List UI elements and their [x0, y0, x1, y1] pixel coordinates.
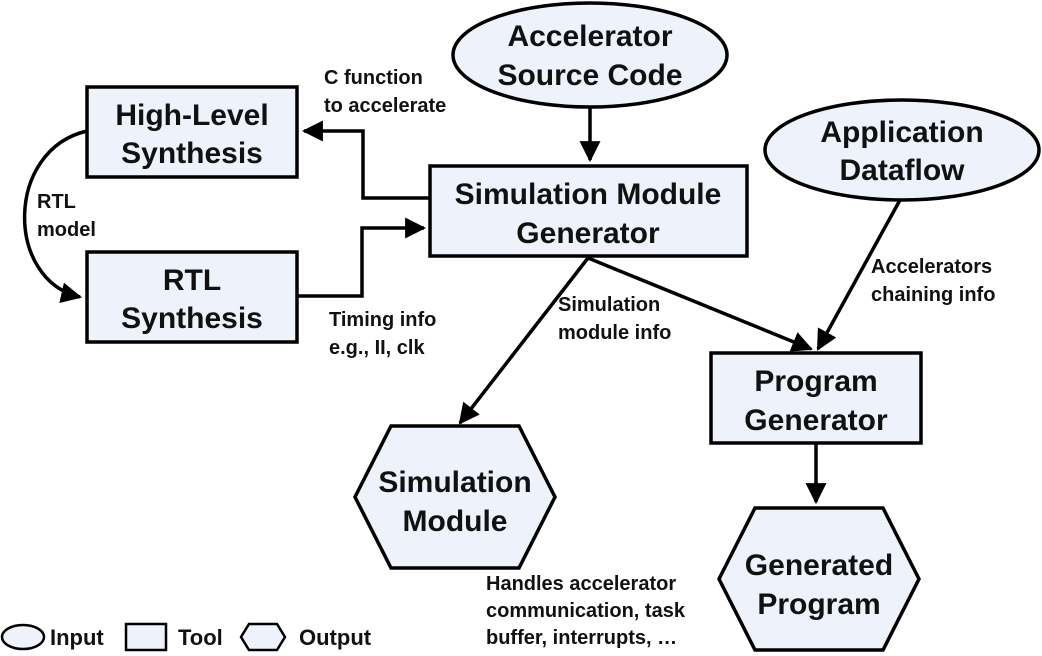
legend-input: Input — [0, 623, 104, 651]
node-label: RTL — [163, 264, 221, 297]
hexagon-icon — [239, 622, 287, 652]
node-label: Source Code — [497, 59, 682, 92]
node-accelerator-source-code: Accelerator Source Code — [451, 1, 729, 109]
edge-hls-to-rtl — [22, 129, 88, 304]
node-label: Generator — [744, 404, 888, 437]
annotation-line: buffer, interrupts, … — [486, 627, 677, 649]
node-label: Dataflow — [839, 154, 965, 187]
label-c-function: C function to accelerate — [324, 67, 446, 117]
annotation-generated-program: Handles accelerator communication, task … — [486, 573, 686, 649]
node-application-dataflow: Application Dataflow — [763, 98, 1041, 202]
edge-label: chaining info — [871, 284, 995, 306]
ellipse-icon — [0, 623, 46, 651]
edge-label: Timing info — [329, 309, 436, 331]
node-label: Generator — [516, 217, 660, 250]
node-label: Program — [757, 588, 880, 621]
legend-label: Output — [299, 625, 372, 650]
node-label: Application — [820, 116, 983, 149]
edge-smg-to-hls — [301, 120, 430, 200]
node-program-generator: Program Generator — [709, 351, 923, 445]
node-simulation-module: Simulation Module — [353, 424, 557, 570]
annotation-line: Handles accelerator — [486, 573, 676, 595]
edge-smg-to-simmodule — [458, 256, 590, 425]
node-label: Simulation Module — [455, 178, 722, 211]
node-rtl-synthesis: RTL Synthesis — [85, 250, 299, 344]
label-rtl-model: RTL model — [37, 191, 96, 241]
edge-label: module info — [558, 322, 671, 344]
node-label: Generated — [745, 549, 893, 582]
node-high-level-synthesis: High-Level Synthesis — [85, 85, 299, 179]
rectangle-icon — [124, 622, 168, 652]
node-label: Module — [403, 505, 508, 538]
node-generated-program: Generated Program — [717, 506, 921, 652]
node-label: High-Level — [115, 99, 268, 132]
edge-label: model — [37, 219, 96, 241]
node-simulation-module-generator: Simulation Module Generator — [428, 164, 749, 258]
legend-tool: Tool — [124, 622, 223, 652]
node-label: Synthesis — [121, 137, 263, 170]
edge-label: Accelerators — [871, 256, 992, 278]
edge-label: C function — [324, 67, 423, 89]
edge-dataflow-to-proggen — [816, 199, 902, 351]
edge-rtl-to-smg — [297, 217, 427, 298]
node-label: Simulation — [378, 466, 531, 499]
node-label: Synthesis — [121, 302, 263, 335]
edge-smg-to-proggen — [587, 256, 813, 352]
label-timing-info: Timing info e.g., II, clk — [329, 309, 436, 359]
legend: Input Tool Output — [0, 622, 372, 652]
node-label: Program — [754, 365, 877, 398]
edge-label: Simulation — [558, 294, 660, 316]
edge-label: to accelerate — [324, 95, 446, 117]
legend-output: Output — [239, 622, 372, 652]
legend-label: Input — [50, 625, 104, 650]
edge-label: RTL — [37, 191, 76, 213]
edge-label: e.g., II, clk — [329, 337, 425, 359]
node-label: Accelerator — [507, 20, 672, 53]
legend-label: Tool — [178, 625, 223, 650]
label-simulation-module-info: Simulation module info — [558, 294, 671, 344]
label-accelerators-chaining: Accelerators chaining info — [871, 256, 995, 306]
annotation-line: communication, task — [486, 600, 686, 622]
